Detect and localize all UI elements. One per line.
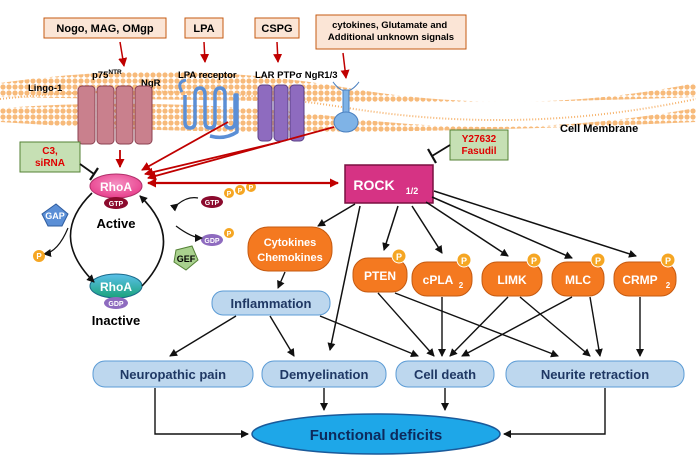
inhibitor-c3-line1: C3, <box>42 146 58 157</box>
rhoa-inactive-state: Inactive <box>92 313 140 328</box>
demyelination-label: Demyelination <box>280 367 369 382</box>
gef-label: GEF <box>177 254 196 264</box>
gdp-label: GDP <box>204 238 220 245</box>
gtp-phosphate-3: P <box>249 185 254 192</box>
receptor-lar-label: LAR PTPσ NgR1/3 <box>255 70 338 81</box>
arrow-gap-inactivation <box>69 192 95 283</box>
deficit-arrows <box>154 388 606 438</box>
inhibitor-y27632-fasudil: Y27632 Fasudil <box>449 129 509 161</box>
pten-label: PTEN <box>364 269 396 283</box>
functional-deficits-node: Functional deficits <box>251 413 501 455</box>
rhoa-active-state: Active <box>96 216 135 231</box>
cytokines-line1: Cytokines <box>264 237 317 249</box>
cpla2-subscript: 2 <box>459 281 464 290</box>
mlc-phospho: P <box>595 256 601 266</box>
rock-node: ROCK 1/2 <box>344 164 434 204</box>
receptor-lingo-label: Lingo-1 <box>28 83 63 94</box>
gef-node: GEF <box>173 245 199 271</box>
limk-label: LIMK <box>497 273 527 287</box>
gtp-phosphate-2: P <box>238 188 243 195</box>
arrow-cspg-to-receptor <box>273 41 283 63</box>
gtp-triphosphate: GTP P P P <box>170 182 256 212</box>
receptor-ngr-label: NgR <box>141 78 161 89</box>
rhoa-active-gtp: GTP <box>109 201 124 208</box>
crmp2-subscript: 2 <box>666 281 671 290</box>
target-cpla2: cPLA 2 P <box>411 252 473 297</box>
arrow-nogo-to-receptors <box>118 41 128 67</box>
cell-death-label: Cell death <box>414 367 476 382</box>
inflammation-label: Inflammation <box>231 296 312 311</box>
target-limk: LIMK P <box>481 252 543 297</box>
crmp2-label: CRMP <box>622 273 657 287</box>
rhoa-active: RhoA GTP <box>89 173 143 209</box>
ligand-cspg-box: CSPG <box>254 17 300 39</box>
rhoa-inactive: RhoA GDP <box>89 273 143 309</box>
receptor-lpa-label: LPA receptor <box>178 70 237 81</box>
arrow-lpa-to-receptor <box>200 41 210 63</box>
ligand-cytokines-label: cytokines, Glutamate and Additional unkn… <box>328 20 454 43</box>
rock-label: ROCK <box>353 177 394 193</box>
gap-label: GAP <box>45 211 65 221</box>
ligand-lpa-label: LPA <box>193 23 214 35</box>
target-crmp2: CRMP 2 P <box>613 252 677 297</box>
target-pten: PTEN P <box>352 248 408 293</box>
ligand-nogo-box: Nogo, MAG, OMgp <box>43 17 167 39</box>
inhibitor-c3-sirna: C3, siRNA <box>19 141 81 173</box>
rhoa-inactive-label: RhoA <box>100 280 132 294</box>
target-mlc: MLC P <box>551 252 606 297</box>
outcome-neuropathic-pain: Neuropathic pain <box>92 360 254 388</box>
ligand-cytokines-box: cytokines, Glutamate and Additional unkn… <box>315 14 467 50</box>
membrane-label: Cell Membrane <box>560 123 638 135</box>
lpa-receptor <box>178 78 239 140</box>
receptor-p75-label: p75NTR <box>92 69 122 81</box>
neurite-label: Neurite retraction <box>541 367 649 382</box>
gdp-phosphate: P <box>227 231 232 238</box>
arrow-cytokines-to-rhoa <box>147 126 335 181</box>
arrow-gef-activation <box>139 195 165 287</box>
rock-subscript: 1/2 <box>406 186 419 196</box>
gap-phosphate: P <box>33 227 69 262</box>
arrow-lpa-to-rhoa <box>141 121 229 171</box>
outcome-arrows <box>169 292 644 358</box>
arrow-cytokines-to-receptor <box>340 52 350 79</box>
inhibit-c3-to-rhoa <box>79 163 99 181</box>
ligand-lpa-box: LPA <box>184 17 224 39</box>
outcome-cell-death: Cell death <box>395 360 495 388</box>
cpla2-phospho: P <box>461 256 467 266</box>
outcome-demyelination: Demyelination <box>261 360 387 388</box>
cytokines-line2: Chemokines <box>257 252 322 264</box>
inhibit-y27632-to-rock <box>427 144 451 164</box>
cytokine-receptor <box>332 81 360 133</box>
limk-phospho: P <box>531 256 537 266</box>
gap-phosphate-label: P <box>36 252 42 261</box>
cytokines-chemokines-node: Cytokines Chemokines <box>247 226 333 272</box>
cspg-receptor-complex <box>257 84 305 142</box>
crmp2-phospho: P <box>665 256 671 266</box>
rock-downstream-arrows <box>317 190 637 351</box>
ligand-nogo-label: Nogo, MAG, OMgp <box>56 23 153 35</box>
cpla2-label: cPLA <box>423 273 454 287</box>
inhibitor-c3-line2: siRNA <box>35 158 65 169</box>
gtp-label: GTP <box>205 200 220 207</box>
arrow-cytokines-to-inflammation <box>277 271 286 289</box>
inhibitor-y-line1: Y27632 <box>462 134 497 145</box>
ligand-cspg-label: CSPG <box>261 23 292 35</box>
functional-deficits-label: Functional deficits <box>310 427 443 444</box>
mlc-label: MLC <box>565 273 591 287</box>
rhoa-inactive-gdp: GDP <box>108 301 124 308</box>
pten-phospho: P <box>396 252 402 262</box>
gtp-phosphate-1: P <box>227 191 232 198</box>
nogo-receptor-complex <box>77 85 153 145</box>
rhoa-active-label: RhoA <box>100 180 132 194</box>
gdp-exchange: GDP P <box>175 225 234 246</box>
inflammation-node: Inflammation <box>211 290 331 316</box>
gap-node: GAP <box>41 203 69 227</box>
neuropathic-label: Neuropathic pain <box>120 367 226 382</box>
outcome-neurite-retraction: Neurite retraction <box>505 360 685 388</box>
inhibitor-y-line2: Fasudil <box>461 146 496 157</box>
